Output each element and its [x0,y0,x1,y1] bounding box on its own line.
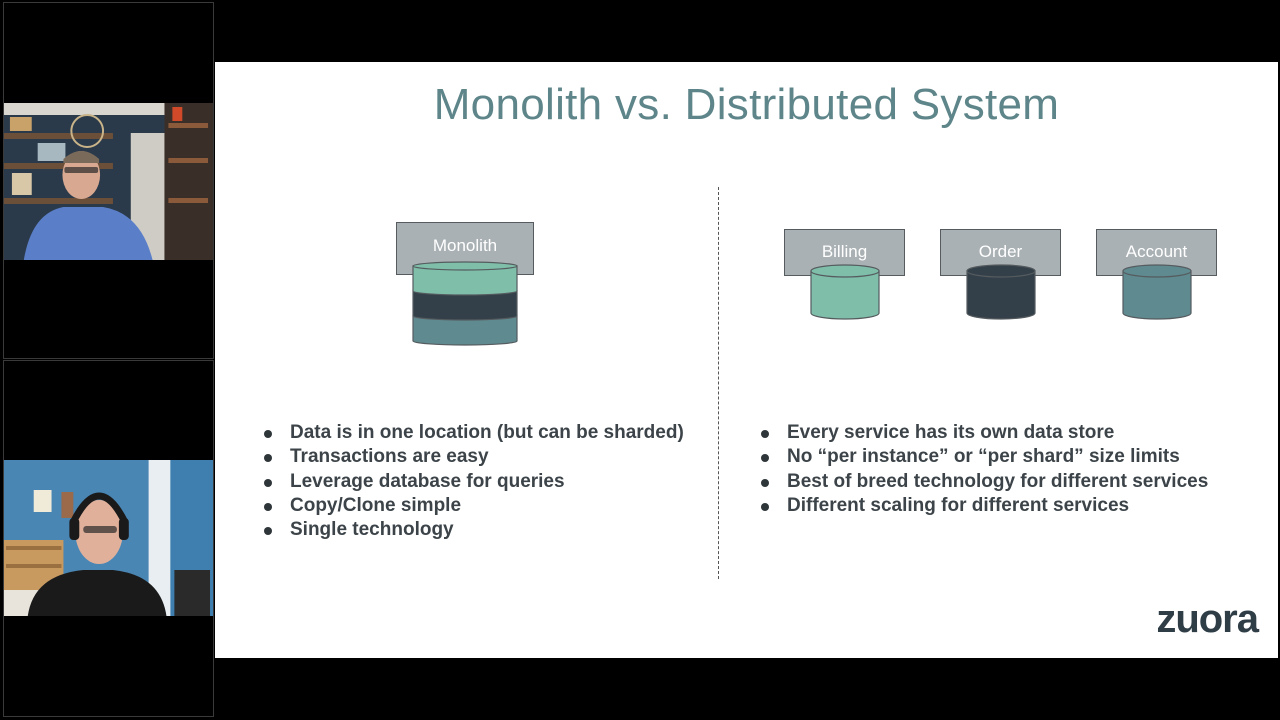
billing-database-icon [810,264,880,320]
list-item: Data is in one location (but can be shar… [260,421,684,445]
account-database-icon [1122,264,1192,320]
list-item: No “per instance” or “per shard” size li… [757,445,1208,469]
distributed-bullet-list: Every service has its own data store No … [757,421,1208,518]
slide-title: Monolith vs. Distributed System [433,80,1060,129]
participant-2-video-feed [4,460,213,616]
video-tile-participant-1[interactable] [3,2,214,359]
service-label-billing: Billing [821,242,868,261]
monolith-bullet-list: Data is in one location (but can be shar… [260,421,684,542]
list-item: Best of breed technology for different s… [757,470,1208,494]
monolith-database-icon [412,261,518,346]
participant-1-video-feed [4,103,213,260]
zuora-logo: zuora [1156,597,1259,641]
list-item: Every service has its own data store [757,421,1208,445]
section-divider [718,187,719,579]
list-item: Leverage database for queries [260,470,684,494]
order-database-icon [966,264,1036,320]
monolith-label: Monolith [432,236,498,255]
video-tile-participant-2[interactable] [3,360,214,717]
list-item: Single technology [260,518,684,542]
list-item: Copy/Clone simple [260,494,684,518]
service-label-order: Order [978,242,1023,261]
shared-slide: Monolith vs. Distributed System Monolith… [215,62,1278,658]
list-item: Different scaling for different services [757,494,1208,518]
list-item: Transactions are easy [260,445,684,469]
service-label-account: Account [1125,242,1188,261]
